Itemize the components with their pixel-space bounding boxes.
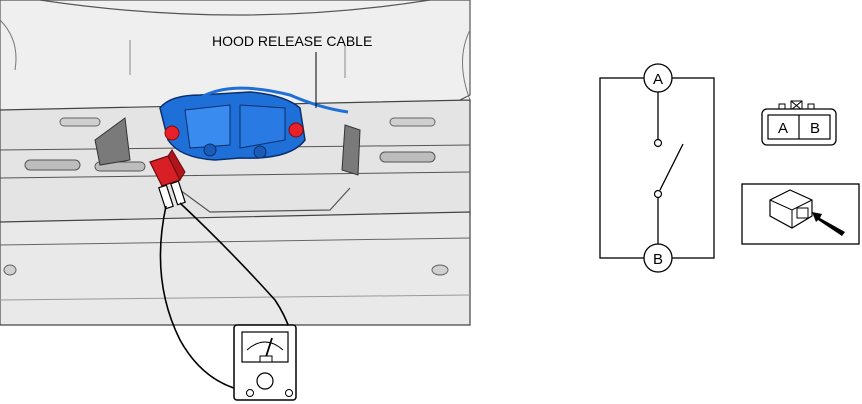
connector-pin-b-label: B xyxy=(810,120,820,137)
switch-contact-arm xyxy=(659,143,684,191)
bumper-beam xyxy=(0,211,471,326)
ohmmeter-icon xyxy=(233,324,297,401)
connector-face: A B xyxy=(761,100,837,146)
terminal-a-circle xyxy=(643,63,673,93)
schematic-frame xyxy=(599,77,715,259)
terminal-a-label: A xyxy=(653,71,663,88)
callout-label: HOOD RELEASE CABLE xyxy=(212,33,372,49)
test-lead-left xyxy=(159,205,251,393)
terminal-b-circle xyxy=(643,243,673,273)
connector-view-arrow-icon xyxy=(741,183,860,245)
latch-bolt-left xyxy=(164,125,180,141)
hood-release-cable xyxy=(199,86,349,114)
switch-schematic: A B xyxy=(599,63,715,273)
latch-switch-connector xyxy=(149,149,186,210)
connector-pin-a-label: A xyxy=(778,120,788,137)
vehicle-front-illustration: HOOD RELEASE CABLE xyxy=(0,0,471,326)
terminal-b-label: B xyxy=(653,251,663,268)
hood-latch xyxy=(159,86,349,161)
latch-bolt-right xyxy=(288,122,304,138)
